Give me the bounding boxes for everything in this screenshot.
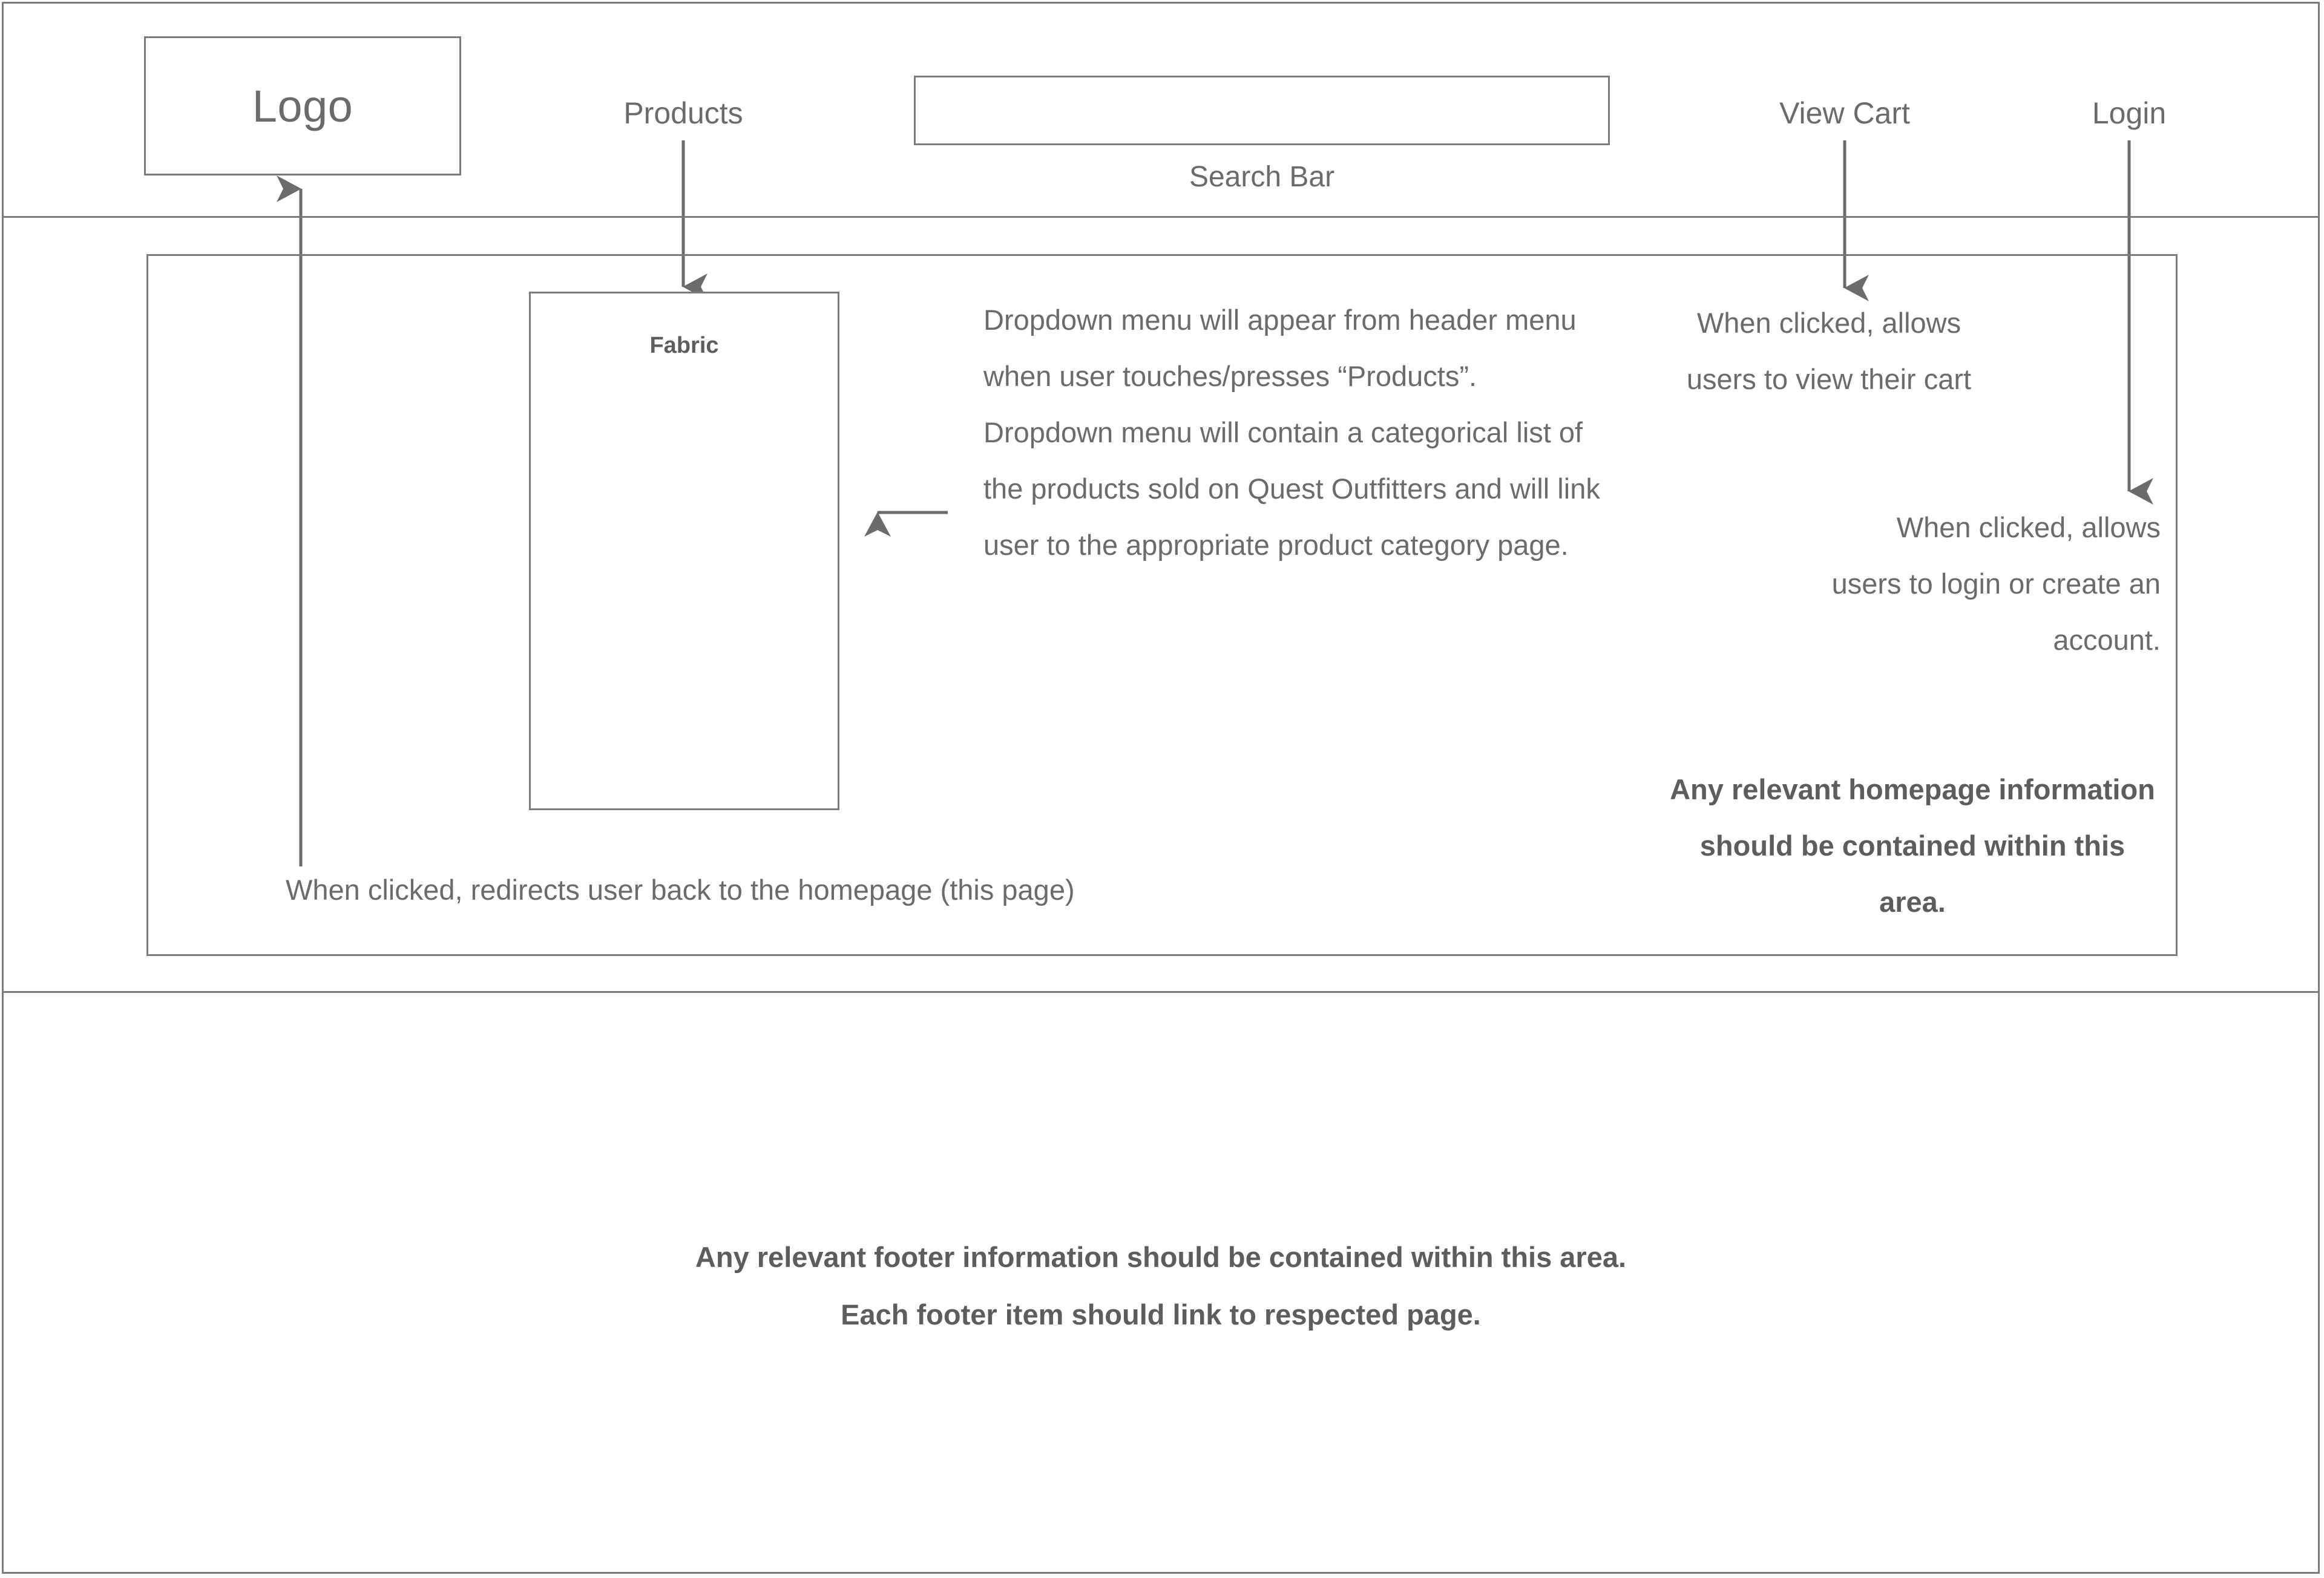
logo-label: Logo xyxy=(252,80,353,131)
footer-annotation-line-2: Each footer item should link to respecte… xyxy=(841,1298,1481,1331)
annotation-homepage-area: Any relevant homepage information should… xyxy=(1670,773,2155,918)
nav-item-login[interactable]: Login xyxy=(2092,96,2167,130)
footer-annotation: Any relevant footer information should b… xyxy=(2,1228,2320,1343)
footer-divider xyxy=(2,991,2320,993)
fabric-placeholder-box[interactable] xyxy=(529,292,839,810)
annotation-view-cart: When clicked, allows users to view their… xyxy=(1686,307,1972,395)
search-input[interactable] xyxy=(914,76,1610,145)
search-bar-caption: Search Bar xyxy=(1189,161,1335,193)
annotation-dropdown-menu: Dropdown menu will appear from header me… xyxy=(983,304,1600,561)
annotation-logo-redirect: When clicked, redirects user back to the… xyxy=(286,874,1075,906)
header-divider xyxy=(2,216,2320,218)
fabric-box-label: Fabric xyxy=(649,333,719,358)
footer-annotation-line-1: Any relevant footer information should b… xyxy=(695,1241,1627,1273)
nav-item-view-cart[interactable]: View Cart xyxy=(1779,96,1910,130)
logo-placeholder-box[interactable]: Logo xyxy=(144,36,461,175)
nav-item-products[interactable]: Products xyxy=(623,96,743,130)
annotation-login: When clicked, allows users to login or c… xyxy=(1831,511,2161,656)
homepage-content-area xyxy=(146,254,2178,956)
